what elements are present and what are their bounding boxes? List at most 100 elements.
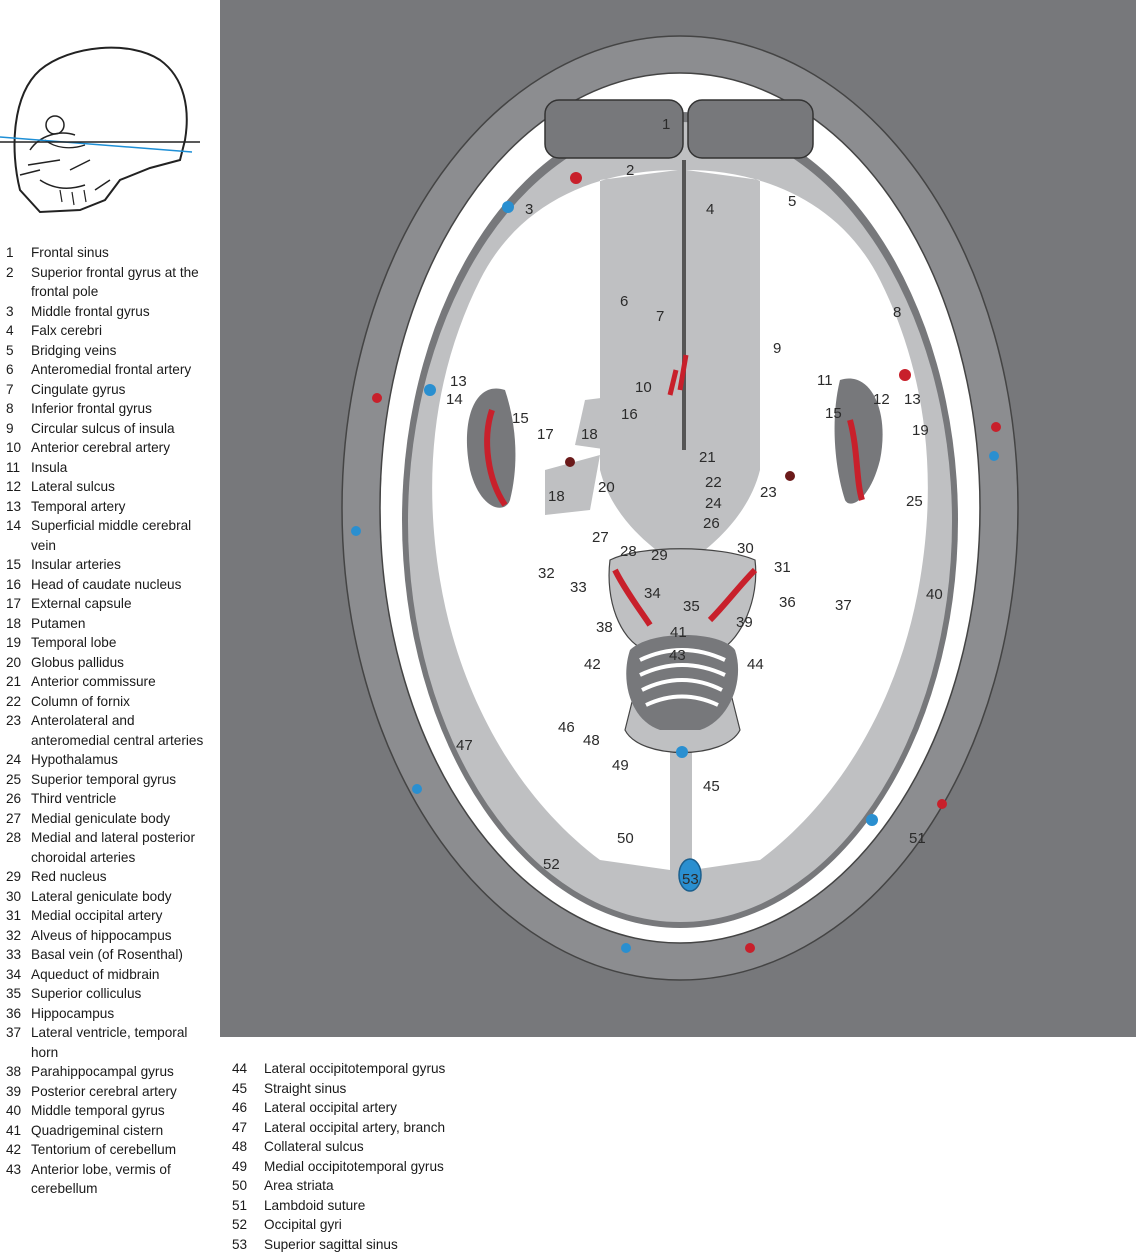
svg-text:34: 34 — [644, 585, 661, 602]
svg-text:5: 5 — [788, 193, 796, 210]
legend-number: 52 — [232, 1215, 264, 1235]
svg-text:46: 46 — [558, 719, 575, 736]
legend-number: 28 — [0, 828, 31, 867]
legend-number: 38 — [0, 1062, 31, 1082]
legend-text: Middle temporal gyrus — [31, 1101, 215, 1121]
svg-text:22: 22 — [705, 474, 722, 491]
svg-text:18: 18 — [581, 426, 598, 443]
legend-text: Tentorium of cerebellum — [31, 1140, 215, 1160]
svg-text:21: 21 — [699, 449, 716, 466]
legend-number: 42 — [0, 1140, 31, 1160]
svg-text:32: 32 — [538, 565, 555, 582]
legend-number: 51 — [232, 1196, 264, 1216]
svg-text:48: 48 — [583, 732, 600, 749]
legend-number: 18 — [0, 614, 31, 634]
legend-text: Posterior cerebral artery — [31, 1082, 215, 1102]
legend-text: Putamen — [31, 614, 215, 634]
svg-text:13: 13 — [450, 373, 467, 390]
legend-number: 32 — [0, 926, 31, 946]
legend-number: 7 — [0, 380, 31, 400]
legend-number: 45 — [232, 1079, 264, 1099]
legend-text: Circular sulcus of insula — [31, 419, 215, 439]
legend-number: 2 — [0, 263, 31, 302]
legend-text: Middle frontal gyrus — [31, 302, 215, 322]
legend-number: 4 — [0, 321, 31, 341]
legend-number: 22 — [0, 692, 31, 712]
legend-text: Alveus of hippocampus — [31, 926, 215, 946]
legend-text: Area striata — [264, 1176, 532, 1196]
legend-text: Lateral ventricle, temporal horn — [31, 1023, 215, 1062]
legend-number: 24 — [0, 750, 31, 770]
legend-number: 21 — [0, 672, 31, 692]
legend-text: Third ventricle — [31, 789, 215, 809]
legend-text: Hippocampus — [31, 1004, 215, 1024]
legend-text: Anterolateral and anteromedial central a… — [31, 711, 215, 750]
legend-number: 14 — [0, 516, 31, 555]
legend-number: 53 — [232, 1235, 264, 1254]
legend-text: Inferior frontal gyrus — [31, 399, 215, 419]
svg-text:37: 37 — [835, 597, 852, 614]
legend-number: 36 — [0, 1004, 31, 1024]
legend-text: Lateral geniculate body — [31, 887, 215, 907]
svg-text:3: 3 — [525, 201, 533, 218]
svg-text:45: 45 — [703, 778, 720, 795]
svg-text:23: 23 — [760, 484, 777, 501]
legend-number: 13 — [0, 497, 31, 517]
svg-text:44: 44 — [747, 656, 764, 673]
svg-text:16: 16 — [621, 406, 638, 423]
svg-text:53: 53 — [682, 871, 699, 888]
legend-number: 44 — [232, 1059, 264, 1079]
legend-text: Frontal sinus — [31, 243, 215, 263]
svg-text:49: 49 — [612, 757, 629, 774]
svg-text:15: 15 — [825, 405, 842, 422]
legend-number: 10 — [0, 438, 31, 458]
legend-number: 27 — [0, 809, 31, 829]
legend-text: Lateral occipital artery — [264, 1098, 532, 1118]
svg-text:28: 28 — [620, 543, 637, 560]
legend-text: Lateral occipital artery, branch — [264, 1118, 532, 1138]
svg-text:24: 24 — [705, 495, 722, 512]
legend-text: External capsule — [31, 594, 215, 614]
svg-text:18: 18 — [548, 488, 565, 505]
svg-text:50: 50 — [617, 830, 634, 847]
legend-number: 30 — [0, 887, 31, 907]
legend-number: 39 — [0, 1082, 31, 1102]
legend-number: 40 — [0, 1101, 31, 1121]
legend-number: 23 — [0, 711, 31, 750]
svg-text:33: 33 — [570, 579, 587, 596]
legend-number: 37 — [0, 1023, 31, 1062]
svg-text:20: 20 — [598, 479, 615, 496]
legend-number: 25 — [0, 770, 31, 790]
legend-number: 5 — [0, 341, 31, 361]
svg-text:15: 15 — [512, 410, 529, 427]
svg-text:51: 51 — [909, 830, 926, 847]
legend-text: Medial and lateral posterior choroidal a… — [31, 828, 215, 867]
legend-text: Medial occipital artery — [31, 906, 215, 926]
legend-number: 50 — [232, 1176, 264, 1196]
legend-text: Red nucleus — [31, 867, 215, 887]
legend-number: 15 — [0, 555, 31, 575]
